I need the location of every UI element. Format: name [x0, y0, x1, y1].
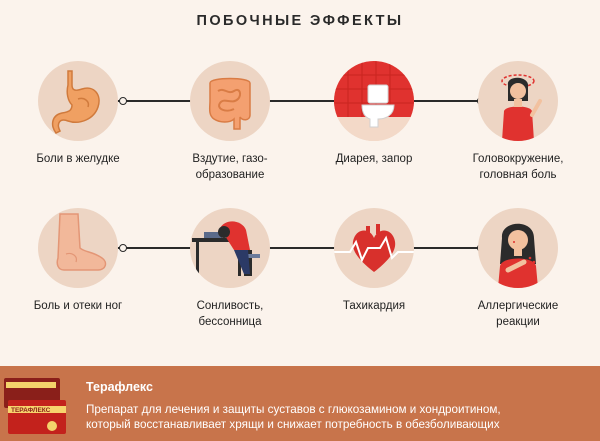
stomach-icon	[38, 61, 118, 141]
effect-label: Головокружение, головная боль	[472, 153, 564, 181]
product-box-text: ТЕРАФЛЕКС	[11, 407, 51, 414]
product-description: Препарат для лечения и защиты суставов с…	[86, 403, 501, 431]
intestine-icon	[190, 61, 270, 141]
product-banner: ТЕРАФЛЕКС Терафлекс Препарат для лечения…	[0, 366, 600, 441]
connector-line	[390, 100, 490, 102]
scratching-woman-icon	[478, 208, 558, 288]
connector-dot	[119, 244, 127, 252]
connector-dot	[119, 97, 127, 105]
effect-label: Вздутие, газо- образование	[192, 153, 268, 181]
effect-label: Боли в желудке	[36, 153, 120, 165]
swollen-foot-icon	[38, 208, 118, 288]
connector-line	[250, 100, 350, 102]
page-title: ПОБОЧНЫЕ ЭФФЕКТЫ	[196, 13, 404, 29]
connector-line	[110, 247, 210, 249]
product-name: Терафлекс	[86, 380, 153, 394]
effect-label: Боль и отеки ног	[33, 300, 123, 312]
effect-label: Аллергические реакции	[477, 300, 559, 328]
connector-line	[390, 247, 490, 249]
heart-pulse-icon	[334, 208, 414, 288]
effect-label: Диарея, запор	[335, 153, 413, 165]
connector-line	[250, 247, 350, 249]
effect-label: Тахикардия	[342, 300, 406, 312]
sleeping-at-desk-icon	[190, 208, 270, 288]
connector-line	[110, 100, 210, 102]
dizzy-woman-icon	[478, 61, 558, 141]
product-box-image: ТЕРАФЛЕКС	[4, 376, 66, 436]
toilet-icon	[334, 61, 414, 141]
effect-label: Сонливость, бессонница	[196, 300, 264, 328]
